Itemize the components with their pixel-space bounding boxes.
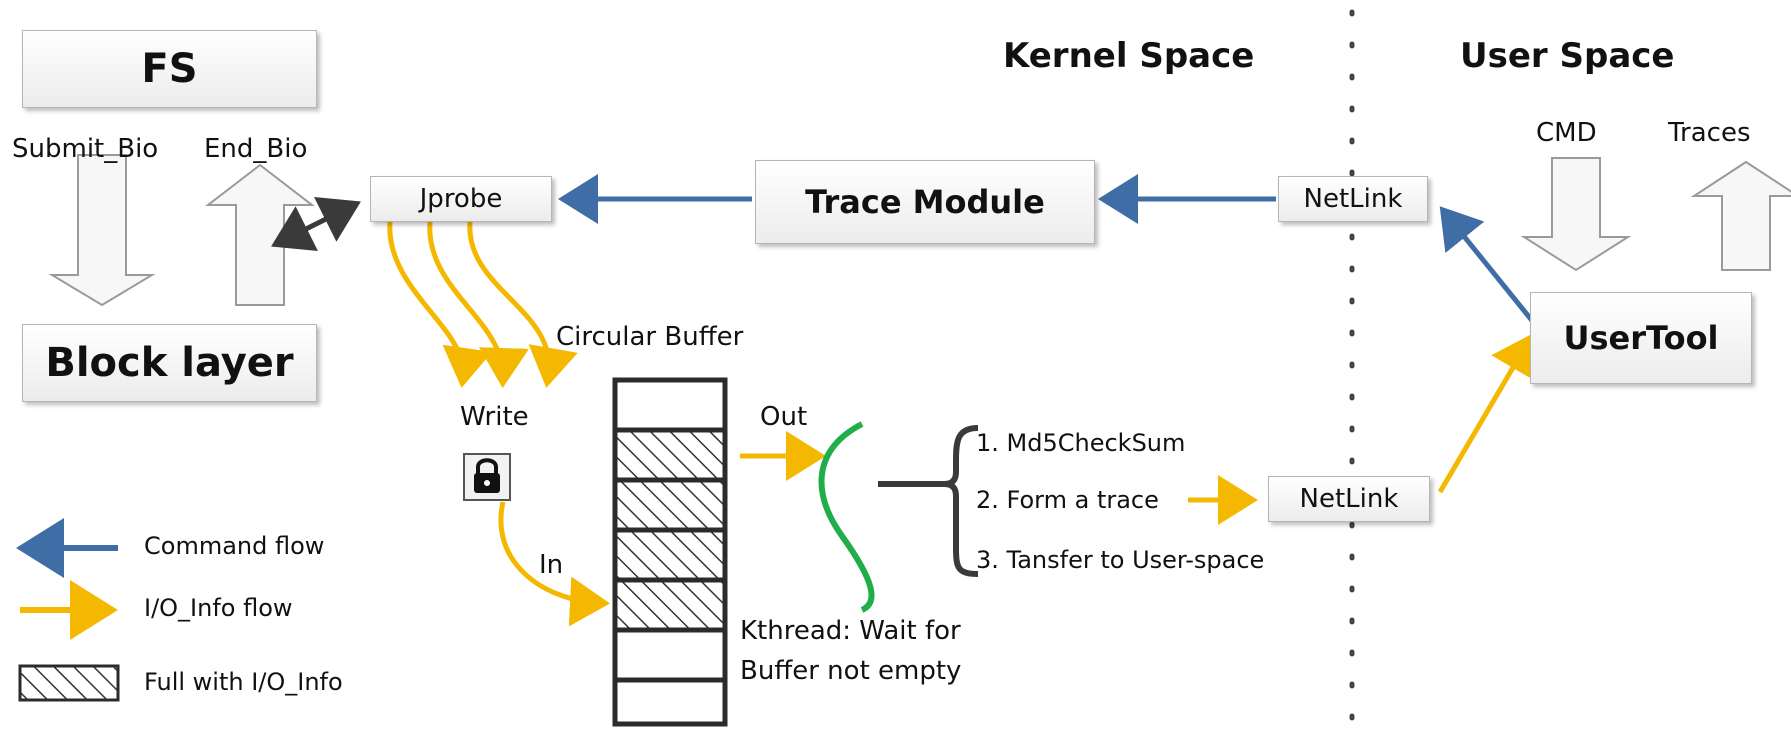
traces-arrow <box>1690 160 1791 271</box>
kthread-label-line1: Kthread: Wait for <box>740 616 961 646</box>
io-arrow-jprobe-write-1 <box>387 221 493 388</box>
block-layer-box: Block layer <box>22 324 317 402</box>
kthread-label-line2: Buffer not empty <box>740 656 962 686</box>
cmd-arrow <box>1520 157 1632 272</box>
buffer-slot <box>612 377 728 433</box>
fs-box: FS <box>22 30 317 108</box>
submit-bio-label: Submit_Bio <box>12 134 159 164</box>
buffer-slot <box>612 627 728 683</box>
netlink-bottom-box: NetLink <box>1268 476 1430 522</box>
end-bio-label: End_Bio <box>204 134 308 164</box>
buffer-slot-full <box>612 577 728 633</box>
traces-label: Traces <box>1668 118 1751 148</box>
in-label: In <box>539 550 564 580</box>
legend-full-label: Full with I/O_Info <box>144 668 343 696</box>
buffer-slot-full <box>612 477 728 533</box>
jprobe-box: Jprobe <box>370 176 552 222</box>
circular-buffer <box>612 377 728 727</box>
legend-command-label: Command flow <box>144 532 325 560</box>
io-arrow-write-in <box>498 501 610 627</box>
circular-buffer-label: Circular Buffer <box>556 322 744 352</box>
command-arrow-usertool-to-netlink <box>1439 206 1540 330</box>
io-arrow-jprobe-write-2 <box>427 221 529 388</box>
buffer-slot-full <box>612 527 728 583</box>
curly-brace <box>943 425 979 577</box>
out-label: Out <box>760 402 808 432</box>
io-arrow-jprobe-write-3 <box>467 221 578 388</box>
user-space-header: User Space <box>1460 36 1675 76</box>
cmd-label: CMD <box>1536 118 1597 148</box>
write-label: Write <box>460 402 529 432</box>
bidirectional-arrow <box>271 197 361 251</box>
usertool-box: UserTool <box>1530 292 1752 384</box>
legend-io-label: I/O_Info flow <box>144 594 293 622</box>
legend-full-swatch <box>18 664 120 702</box>
step-item: 3. Tansfer to User-space <box>976 546 1265 574</box>
netlink-top-box: NetLink <box>1278 176 1428 222</box>
kthread-curve <box>818 421 875 613</box>
trace-module-box: Trace Module <box>755 160 1095 244</box>
buffer-slot-full <box>612 427 728 483</box>
step-item: 1. Md5CheckSum <box>976 429 1186 457</box>
kernel-space-header: Kernel Space <box>1003 36 1255 76</box>
submit-bio-arrow <box>48 154 156 307</box>
io-arrow-netlink-usertool <box>1437 333 1535 494</box>
lock-icon <box>463 453 511 501</box>
step-item: 2. Form a trace <box>976 486 1159 514</box>
buffer-slot <box>612 677 728 727</box>
